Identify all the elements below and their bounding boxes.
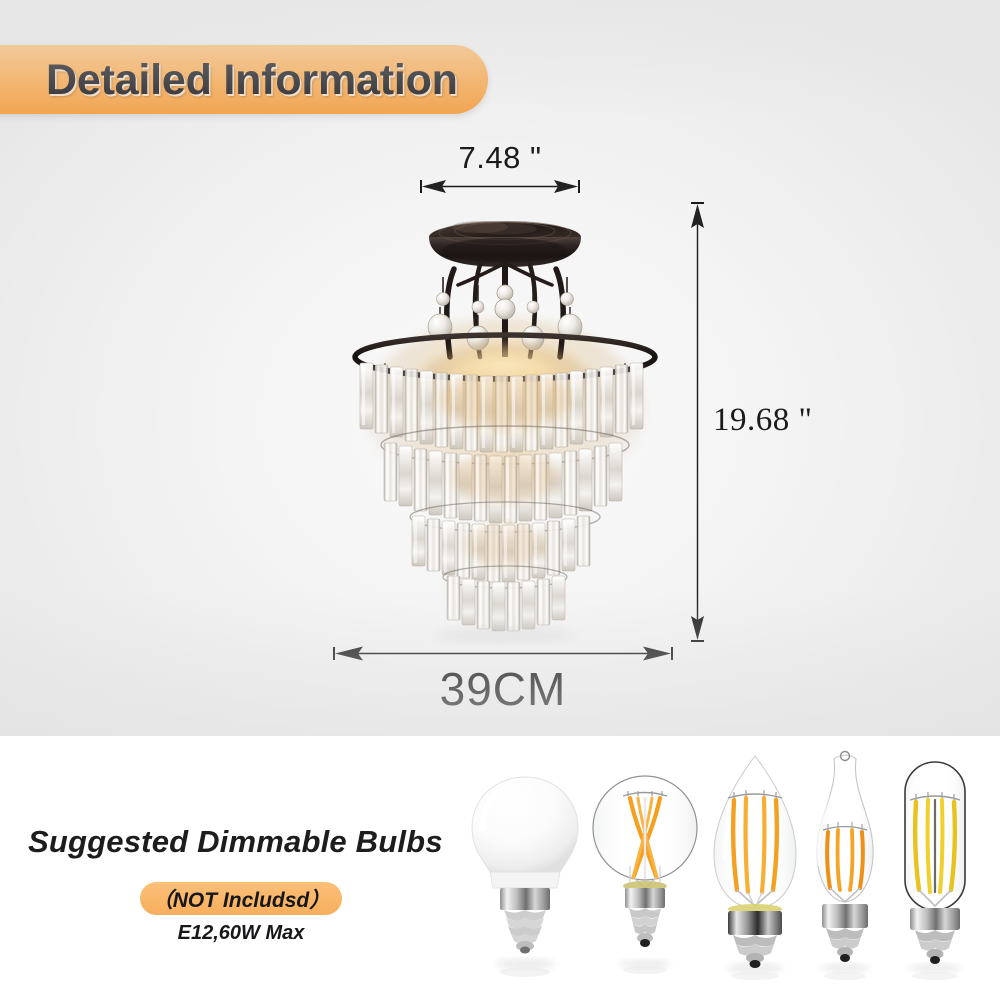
suggested-bulbs-section: Suggested Dimmable Bulbs （NOT Includsd） … — [0, 736, 1000, 1000]
page-title: Detailed Information — [46, 55, 458, 104]
suggested-bulbs-title: Suggested Dimmable Bulbs — [28, 824, 443, 859]
bulb-tubular — [904, 761, 966, 980]
dimension-height-inches-arrow — [689, 202, 706, 642]
bulb-flame-tip-candle — [816, 750, 874, 980]
not-included-label: （NOT Includsd） — [151, 888, 331, 912]
not-included-badge — [140, 882, 342, 915]
dimension-height-inches-label: 19.68 " — [713, 402, 813, 438]
dimension-width-inches-label: 7.48 " — [458, 140, 542, 175]
bulb-torpedo-candle — [713, 755, 797, 980]
dimension-width-cm-arrow — [333, 645, 673, 662]
dimensions-section: Detailed Information — [0, 0, 1000, 736]
dimension-width-inches-arrow — [420, 178, 580, 195]
bulb-clear-globe — [592, 775, 698, 974]
bulb-frosted-globe — [471, 776, 579, 977]
chandelier-image — [330, 205, 680, 650]
bulb-spec-label: E12,60W Max — [177, 922, 305, 944]
dimension-width-cm-label: 39CM — [439, 663, 567, 715]
bulb-images-row — [460, 736, 1000, 1000]
